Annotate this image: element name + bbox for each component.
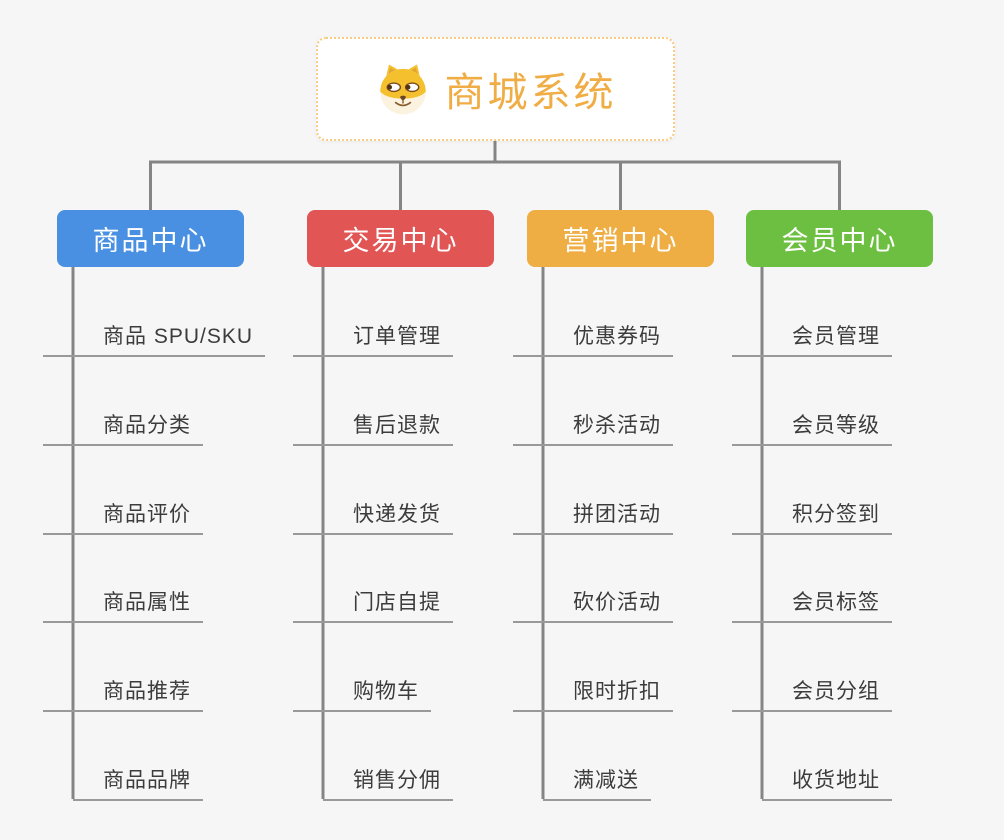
- child-node[interactable]: 拼团活动: [513, 499, 673, 535]
- branch-node-2[interactable]: 交易中心: [307, 210, 494, 267]
- doge-face-icon: [375, 61, 431, 117]
- child-node[interactable]: 商品 SPU/SKU: [43, 321, 266, 357]
- child-node[interactable]: 商品属性: [43, 587, 203, 623]
- child-node[interactable]: 会员等级: [732, 410, 892, 446]
- child-node[interactable]: 商品评价: [43, 499, 203, 535]
- branch-node-1[interactable]: 商品中心: [57, 210, 244, 267]
- child-node[interactable]: 优惠券码: [513, 321, 673, 357]
- child-node[interactable]: 收货地址: [762, 765, 892, 801]
- child-node[interactable]: 满减送: [543, 765, 651, 801]
- child-node[interactable]: 砍价活动: [513, 587, 673, 623]
- child-node[interactable]: 商品推荐: [43, 676, 203, 712]
- branch-node-3[interactable]: 营销中心: [527, 210, 714, 267]
- child-node[interactable]: 会员分组: [732, 676, 892, 712]
- child-node[interactable]: 订单管理: [293, 321, 453, 357]
- child-node[interactable]: 售后退款: [293, 410, 453, 446]
- child-node[interactable]: 购物车: [293, 676, 431, 712]
- child-node[interactable]: 快递发货: [293, 499, 453, 535]
- child-node[interactable]: 门店自提: [293, 587, 453, 623]
- child-node[interactable]: 会员标签: [732, 587, 892, 623]
- child-node[interactable]: 秒杀活动: [513, 410, 673, 446]
- child-node[interactable]: 会员管理: [732, 321, 892, 357]
- root-title: 商城系统: [444, 71, 617, 115]
- child-node[interactable]: 积分签到: [732, 499, 892, 535]
- child-node[interactable]: 商品分类: [43, 410, 203, 446]
- root-node[interactable]: 商城系统: [316, 37, 675, 141]
- child-node[interactable]: 限时折扣: [513, 676, 673, 712]
- child-node[interactable]: 商品品牌: [73, 765, 203, 801]
- child-node[interactable]: 销售分佣: [323, 765, 453, 801]
- branch-node-4[interactable]: 会员中心: [746, 210, 933, 267]
